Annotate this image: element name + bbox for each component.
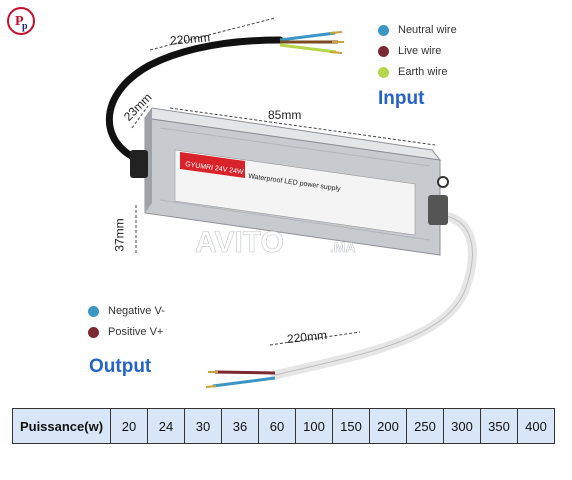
svg-text:p: p	[22, 21, 28, 32]
table-cell: 100	[295, 408, 333, 444]
brand-logo-icon: P p	[7, 7, 35, 35]
positive-dot-icon	[88, 326, 99, 338]
output-title: Output	[89, 356, 152, 377]
table-cell: 400	[517, 408, 555, 444]
table-cell: 250	[406, 408, 444, 444]
input-title: Input	[378, 88, 425, 109]
legend-label: Live wire	[398, 45, 442, 57]
output-legend: Negative V- Positive V+	[88, 305, 165, 338]
length-dimension-line	[169, 107, 436, 146]
legend-label: Earth wire	[398, 66, 448, 78]
table-cell: 36	[221, 408, 259, 444]
table-cell: 30	[184, 408, 222, 444]
power-supply-diagram: GYUMRI 24V 24W Waterproof LED power supp…	[105, 17, 477, 388]
table-cell: 24	[147, 408, 185, 444]
legend-label: Positive V+	[108, 326, 164, 338]
output-negative-wire	[212, 376, 276, 388]
table-cell: 200	[369, 408, 407, 444]
input-earth-wire	[279, 43, 337, 54]
table-cell: 150	[332, 408, 370, 444]
input-legend: Neutral wire Live wire Earth wire	[378, 24, 457, 78]
input-cable	[105, 36, 284, 164]
power-supply-body: GYUMRI 24V 24W Waterproof LED power supp…	[130, 107, 449, 256]
output-positive-wire	[214, 370, 276, 375]
table-header-cell: Puissance(w)	[12, 408, 111, 444]
legend-item-live: Live wire	[378, 45, 457, 57]
input-neutral-wire	[279, 31, 336, 42]
length-dimension: 85mm	[268, 108, 302, 122]
negative-dot-icon	[88, 305, 99, 317]
earth-dot-icon	[378, 66, 389, 78]
legend-item-positive: Positive V+	[88, 326, 165, 338]
live-dot-icon	[378, 45, 389, 57]
svg-text:P: P	[15, 14, 24, 29]
table-cell: 300	[443, 408, 481, 444]
height-dimension: 37mm	[112, 218, 127, 252]
legend-item-negative: Negative V-	[88, 305, 165, 317]
legend-item-neutral: Neutral wire	[378, 24, 457, 36]
table-cell: 350	[480, 408, 518, 444]
width-dimension-line	[131, 105, 149, 129]
legend-item-earth: Earth wire	[378, 66, 457, 78]
table-cell: 60	[258, 408, 296, 444]
neutral-dot-icon	[378, 24, 389, 36]
watermark: AVITO	[195, 226, 284, 259]
legend-label: Negative V-	[108, 305, 165, 317]
legend-label: Neutral wire	[398, 24, 457, 36]
table-row: Puissance(w) 20 24 30 36 60 100 150 200 …	[12, 408, 555, 444]
power-table: Puissance(w) 20 24 30 36 60 100 150 200 …	[12, 408, 555, 444]
table-cell: 20	[110, 408, 148, 444]
svg-text:.MA: .MA	[330, 239, 356, 255]
